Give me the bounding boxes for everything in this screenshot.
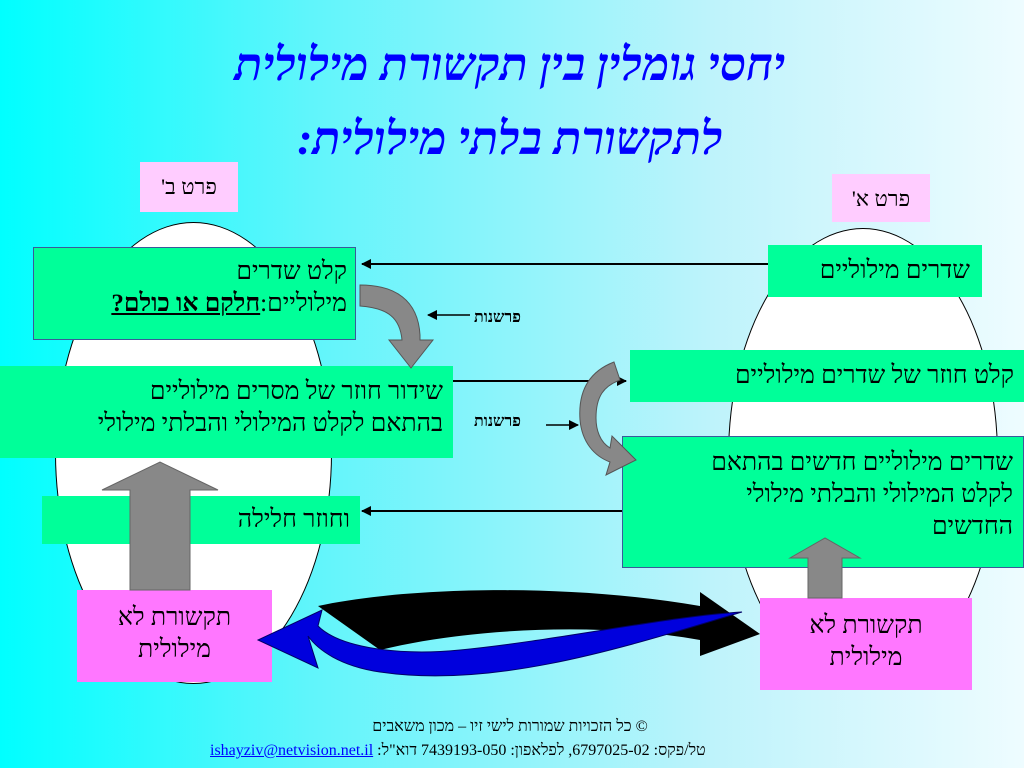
- receive-emphasis: חלקם או כולם?: [111, 290, 261, 317]
- big-black-arrow: [318, 590, 760, 656]
- curved-gray-arrow-left: [359, 284, 435, 369]
- interpretation-label-1: פרשנות: [474, 309, 521, 326]
- part-b-tag: פרט ב': [140, 162, 238, 212]
- return-again-box: וחוזר חלילה: [42, 496, 360, 544]
- verbal-messages-box: שדרים מילוליים: [768, 245, 982, 297]
- footer-phones: טל/פקס: 6797025-02, לפלאפון: 7439193-050…: [377, 742, 706, 759]
- feedback-line-1: שידור חוזר של מסרים מילוליים: [149, 378, 443, 405]
- new-verbal-messages-box: שדרים מילוליים חדשים בהתאם לקלט המילולי …: [622, 436, 1024, 568]
- left-nonverbal-line-1: תקשורת לא: [117, 604, 232, 631]
- receive-line-1: קלט שדרים: [236, 258, 347, 285]
- new-line-1: שדרים מילוליים חדשים בהתאם: [711, 449, 1013, 476]
- slide-title: יחסי גומלין בין תקשורת מילולית לתקשורת ב…: [60, 28, 960, 176]
- feedback-input-box: קלט חוזר של שדרים מילוליים: [630, 350, 1024, 402]
- new-line-2: לקלט המילולי והבלתי מילולי: [746, 481, 1013, 508]
- interpretation-label-2: פרשנות: [474, 413, 521, 430]
- left-nonverbal-box: תקשורת לא מילולית: [77, 590, 272, 682]
- title-line-1: יחסי גומלין בין תקשורת מילולית: [234, 39, 786, 90]
- receive-verbal-box: קלט שדרים מילוליים:חלקם או כולם?: [33, 247, 356, 340]
- receive-line-2: מילוליים:חלקם או כולם?: [34, 288, 347, 320]
- right-nonverbal-line-1: תקשורת לא: [809, 612, 923, 639]
- footer-email-link[interactable]: ishayziv@netvision.net.il: [210, 742, 374, 759]
- footer-copyright: © כל הזכויות שמורות לישי זיו – מכון משאב…: [372, 718, 648, 735]
- right-nonverbal-line-2: מילולית: [829, 644, 903, 671]
- title-line-2: לתקשורת בלתי מילולית:: [297, 113, 723, 164]
- feedback-line-2: בהתאם לקלט המילולי והבלתי מילולי: [97, 410, 443, 437]
- feedback-broadcast-box: שידור חוזר של מסרים מילוליים בהתאם לקלט …: [0, 366, 453, 458]
- big-blue-arrow: [256, 609, 743, 677]
- part-a-tag: פרט א': [832, 174, 930, 222]
- receive-line-2-text: מילוליים:: [260, 290, 347, 317]
- footer-contact: טל/פקס: 6797025-02, לפלאפון: 7439193-050…: [210, 742, 706, 760]
- right-nonverbal-box: תקשורת לא מילולית: [760, 598, 972, 690]
- left-nonverbal-line-2: מילולית: [138, 636, 211, 663]
- new-line-3: החדשים: [931, 513, 1013, 540]
